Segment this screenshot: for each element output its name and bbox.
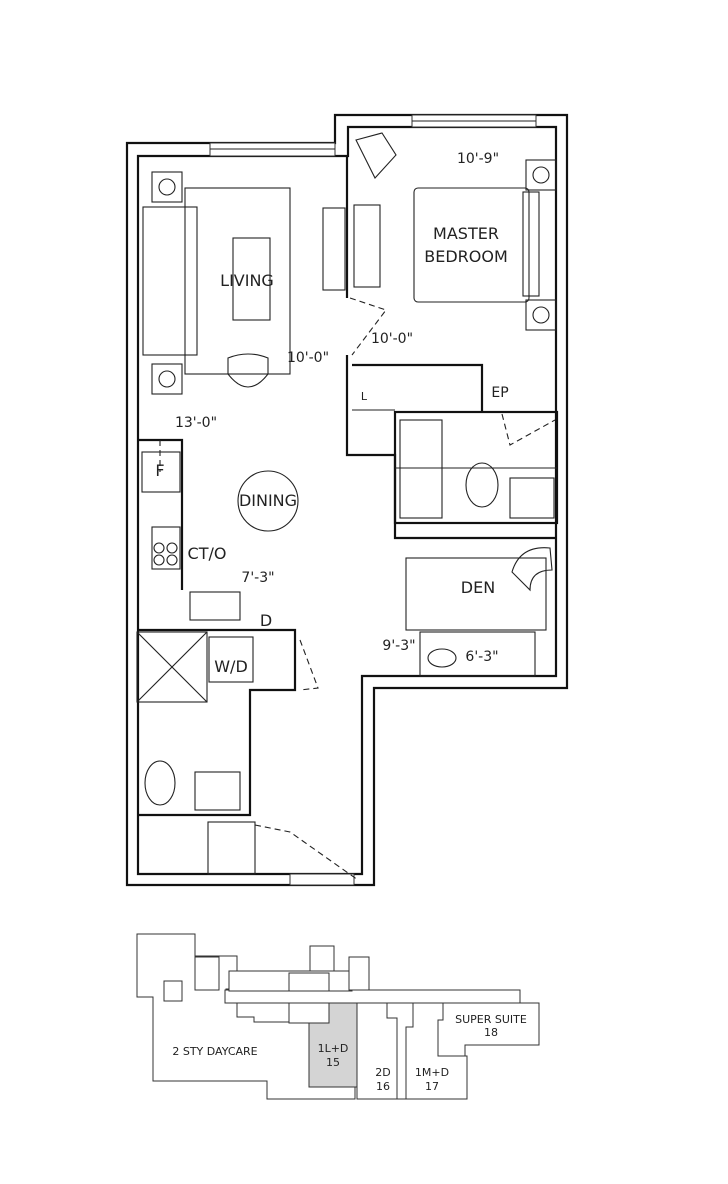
dim-den-depth: 6'-3" [465, 649, 498, 665]
room-label-master-2: BEDROOM [424, 247, 508, 266]
dim-bedroom-depth: 10'-0" [371, 331, 413, 347]
room-label-master-1: MASTER [433, 224, 499, 243]
fridge-label: F [155, 461, 164, 480]
key-unit-17-type: 1M+D [415, 1066, 449, 1079]
key-unit-15-type: 1L+D [318, 1042, 349, 1055]
dim-den-width: 9'-3" [382, 638, 415, 654]
room-label-dining: DINING [239, 491, 297, 510]
electrical-panel-label: EP [491, 385, 508, 401]
washer-dryer-label: W/D [214, 657, 248, 676]
key-unit-15-number: 15 [326, 1056, 340, 1069]
room-label-living: LIVING [220, 271, 274, 290]
dim-living-depth: 13'-0" [175, 415, 217, 431]
linen-label: L [361, 390, 368, 403]
dishwasher-label: D [260, 611, 272, 630]
key-unit-16-number: 16 [376, 1080, 390, 1093]
door-swings [159, 297, 556, 881]
room-label-den: DEN [461, 578, 495, 597]
key-unit-18-type: SUPER SUITE [455, 1013, 527, 1026]
key-daycare-label: 2 STY DAYCARE [172, 1045, 257, 1058]
cooktop-oven-label: CT/O [188, 544, 227, 563]
dim-bedroom-width: 10'-9" [457, 151, 499, 167]
key-plan [136, 933, 540, 1100]
dim-living-width: 10'-0" [287, 350, 329, 366]
key-unit-18-number: 18 [484, 1026, 498, 1039]
dim-kitchen-width: 7'-3" [241, 570, 274, 586]
furniture [141, 132, 557, 811]
key-unit-17-number: 17 [425, 1080, 439, 1093]
key-unit-16-type: 2D [375, 1066, 390, 1079]
